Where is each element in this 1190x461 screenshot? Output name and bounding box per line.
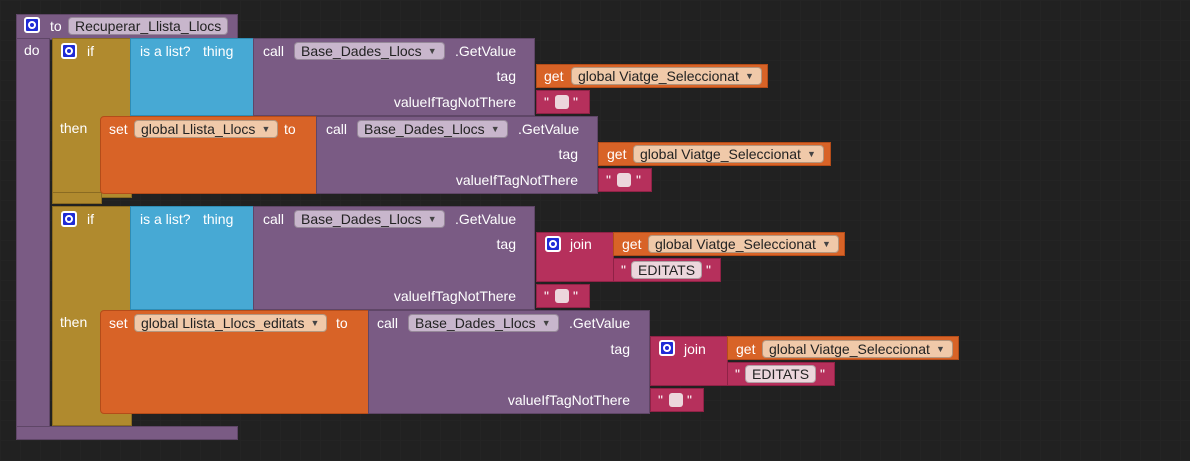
component-dropdown-2[interactable]: Base_Dades_Llocs ▼ [357,120,508,138]
quote-open-4: " [544,288,549,304]
triangle-down-icon: ▼ [310,318,320,328]
is-a-list-block-2[interactable] [130,206,256,310]
llista-editats-dropdown-label: global Llista_Llocs_editats [141,315,305,331]
triangle-down-icon: ▼ [806,149,816,159]
quote-open-1: " [544,94,549,110]
tag-2-label: tag [558,146,578,162]
call-3-label: call [263,211,285,227]
join-1-label: join [570,236,592,252]
tag-3-label: tag [496,236,516,252]
component-dropdown-1[interactable]: Base_Dades_Llocs ▼ [294,42,445,60]
quote-open-3: " [621,262,626,278]
triangle-down-icon: ▼ [935,344,945,354]
set-1-to-label: to [284,121,296,137]
quote-close-5: " [820,366,825,382]
then-1-label: then [60,120,88,136]
viatge-dropdown-2[interactable]: global Viatge_Seleccionat ▼ [633,145,824,163]
set-1-label: set [109,121,128,137]
procedure-body-spine [16,38,50,432]
quote-close-3: " [706,262,711,278]
if-2-gear-icon[interactable] [61,211,77,227]
thing-1-label: thing [203,43,234,59]
editats-text-field-1[interactable]: EDITATS [631,261,703,279]
procedure-name-field[interactable]: Recuperar_Llista_Llocs [68,17,229,35]
tag-1-label: tag [496,68,516,84]
component-dropdown-2-label: Base_Dades_Llocs [364,121,485,137]
component-dropdown-4-label: Base_Dades_Llocs [415,315,536,331]
quote-close-4: " [573,288,578,304]
call-4-label: call [377,315,399,331]
viatge-dropdown-2-label: global Viatge_Seleccionat [640,146,801,162]
triangle-down-icon: ▼ [261,124,271,134]
llista-dropdown-label: global Llista_Llocs [141,121,256,137]
get-3-label: get [622,236,642,252]
call-2-label: call [326,121,348,137]
quote-close-1: " [573,94,578,110]
quote-open-5: " [735,366,740,382]
empty-text-field-3[interactable] [555,289,569,303]
llista-editats-dropdown[interactable]: global Llista_Llocs_editats ▼ [134,314,328,332]
viatge-dropdown-1[interactable]: global Viatge_Seleccionat ▼ [571,67,762,85]
if-block-1-bottom [52,192,102,204]
triangle-down-icon: ▼ [821,239,831,249]
triangle-down-icon: ▼ [541,318,551,328]
getvalue-1-label: .GetValue [455,43,517,59]
empty-text-field-4[interactable] [669,393,683,407]
viatge-dropdown-1-label: global Viatge_Seleccionat [578,68,739,84]
viatge-dropdown-4[interactable]: global Viatge_Seleccionat ▼ [762,340,953,358]
quote-open-6: " [658,392,663,408]
is-a-list-1-label: is a list? [140,43,191,59]
viatge-dropdown-3[interactable]: global Viatge_Seleccionat ▼ [648,235,839,253]
get-2-label: get [607,146,627,162]
triangle-down-icon: ▼ [744,71,754,81]
call-1-label: call [263,43,285,59]
set-2-label: set [109,315,128,331]
component-dropdown-4[interactable]: Base_Dades_Llocs ▼ [408,314,559,332]
set-2-to-label: to [336,315,348,331]
if-2-label: if [87,211,94,227]
then-2-label: then [60,314,88,330]
procedure-gear-icon[interactable] [24,17,40,33]
thing-2-label: thing [203,211,234,227]
procedure-to-label: to [50,18,62,34]
getvalue-2-label: .GetValue [518,121,580,137]
valueiftagnotthere-2-label: valueIfTagNotThere [455,172,578,188]
if-1-gear-icon[interactable] [61,43,77,59]
component-dropdown-3[interactable]: Base_Dades_Llocs ▼ [294,210,445,228]
valueiftagnotthere-4-label: valueIfTagNotThere [507,392,630,408]
join-2-gear-icon[interactable] [659,340,675,356]
viatge-dropdown-3-label: global Viatge_Seleccionat [655,236,816,252]
editats-text-field-2[interactable]: EDITATS [745,365,817,383]
get-1-label: get [544,68,564,84]
procedure-bottom-bar [16,426,238,440]
valueiftagnotthere-3-label: valueIfTagNotThere [393,288,516,304]
quote-close-2: " [636,172,641,188]
procedure-do-label: do [24,42,40,58]
component-dropdown-3-label: Base_Dades_Llocs [301,211,422,227]
join-2-label: join [684,341,706,357]
triangle-down-icon: ▼ [427,214,437,224]
getvalue-3-label: .GetValue [455,211,517,227]
is-a-list-block-1[interactable] [130,38,256,116]
llista-dropdown[interactable]: global Llista_Llocs ▼ [134,120,279,138]
valueiftagnotthere-1-label: valueIfTagNotThere [393,94,516,110]
getvalue-4-label: .GetValue [569,315,631,331]
component-dropdown-1-label: Base_Dades_Llocs [301,43,422,59]
quote-open-2: " [606,172,611,188]
triangle-down-icon: ▼ [490,124,500,134]
is-a-list-2-label: is a list? [140,211,191,227]
viatge-dropdown-4-label: global Viatge_Seleccionat [769,341,930,357]
tag-4-label: tag [610,341,630,357]
get-4-label: get [736,341,756,357]
join-1-gear-icon[interactable] [545,236,561,252]
if-1-label: if [87,43,94,59]
empty-text-field-1[interactable] [555,95,569,109]
empty-text-block-4[interactable] [650,388,704,412]
quote-close-6: " [687,392,692,408]
empty-text-field-2[interactable] [617,173,631,187]
triangle-down-icon: ▼ [427,46,437,56]
